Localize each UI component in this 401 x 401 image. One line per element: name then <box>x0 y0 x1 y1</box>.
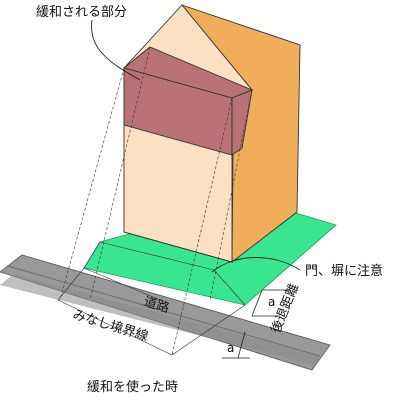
slant-lines <box>59 46 253 356</box>
road-label: 道路 <box>142 294 172 317</box>
dimension-lines <box>222 289 290 359</box>
leader-relaxed <box>91 19 141 81</box>
leader-gate-wall <box>211 257 301 273</box>
projection-lines <box>57 241 246 356</box>
caption: 緩和を使った時 <box>87 379 178 395</box>
relaxed-zone <box>123 46 254 156</box>
dimension-a-top: a <box>268 295 275 309</box>
dimension-a-bottom: a <box>227 341 234 355</box>
gate-wall-label: 門、塀に注意 <box>305 263 383 279</box>
road <box>0 254 331 371</box>
building-base-line <box>123 231 233 263</box>
relaxed-part-label: 緩和される部分 <box>36 5 127 20</box>
